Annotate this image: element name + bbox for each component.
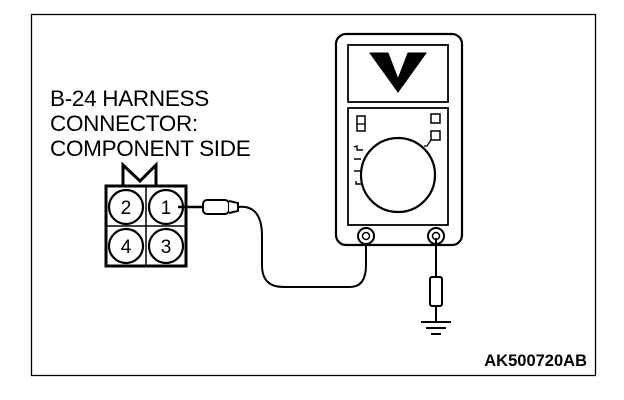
- multimeter: V B: [334, 32, 464, 247]
- pin-2-terminal: [107, 188, 145, 226]
- pin-4-terminal: [107, 227, 145, 265]
- pin-3-terminal: [147, 227, 185, 265]
- connector-label-line-3: COMPONENT SIDE: [50, 136, 251, 161]
- positive-probe-tip: [202, 199, 230, 215]
- ground-symbol: [421, 321, 451, 335]
- voltage-mode-symbol: [369, 52, 427, 93]
- pin-2-label: 2: [121, 198, 132, 219]
- ground-probe: [429, 276, 443, 307]
- selector-dial: [359, 136, 437, 214]
- ground-lead: [421, 238, 451, 335]
- positive-lead-wire: [237, 205, 367, 288]
- pin-3-label: 3: [161, 237, 172, 258]
- dial-scale-ticks: [353, 145, 363, 185]
- pin-1-label: 1: [161, 198, 172, 219]
- figure-frame: [30, 13, 597, 377]
- drawing-code: AK500720AB: [484, 352, 587, 370]
- positive-test-probe: [178, 199, 239, 215]
- pin-4-label: 4: [121, 237, 132, 258]
- harness-connector: 2 1 4 3: [104, 161, 188, 268]
- connector-label-line-2: CONNECTOR:: [50, 111, 198, 136]
- connector-label-line-1: B-24 HARNESS: [50, 86, 209, 111]
- mode-indicator-bottom: [430, 130, 441, 141]
- connector-lock-tab: [121, 161, 158, 186]
- mode-indicator-top: [430, 113, 441, 124]
